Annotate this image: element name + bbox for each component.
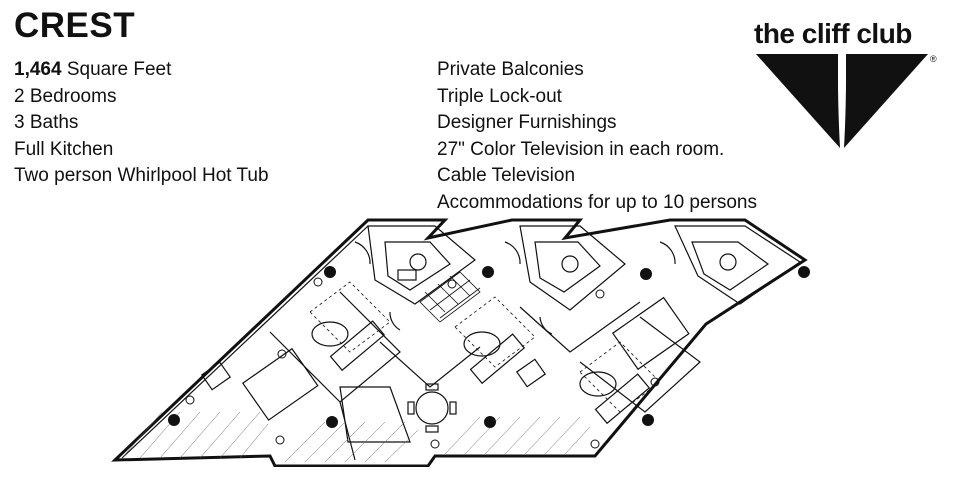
features-left-list: 1,464 Square Feet 2 Bedrooms 3 Baths Ful…: [14, 57, 269, 190]
feature-item: Two person Whirlpool Hot Tub: [14, 165, 269, 186]
feature-item: Triple Lock-out: [437, 85, 562, 107]
feature-item: Cable Television: [437, 165, 576, 186]
registered-mark: ®: [930, 54, 937, 64]
area-line: 1,464 Square Feet: [14, 57, 269, 84]
area-unit: Square Feet: [66, 59, 172, 80]
logo-text: the cliff club: [754, 18, 912, 49]
feature-item: 27" Color Television in each room.: [437, 138, 725, 160]
feature-item: 3 Baths: [14, 112, 79, 133]
feature-item: 2 Bedrooms: [14, 85, 117, 107]
logo-mark-icon: [756, 54, 928, 148]
floor-plan-drawing: [111, 218, 810, 467]
feature-item: Private Balconies: [437, 59, 584, 80]
features-right-list: Private Balconies Triple Lock-out Design…: [437, 57, 757, 216]
page-title: CREST: [14, 6, 136, 45]
feature-item: Full Kitchen: [14, 138, 114, 160]
feature-item: Accommodations for up to 10 persons: [437, 191, 758, 213]
area-value: 1,464: [14, 59, 62, 80]
feature-item: Designer Furnishings: [437, 112, 617, 133]
